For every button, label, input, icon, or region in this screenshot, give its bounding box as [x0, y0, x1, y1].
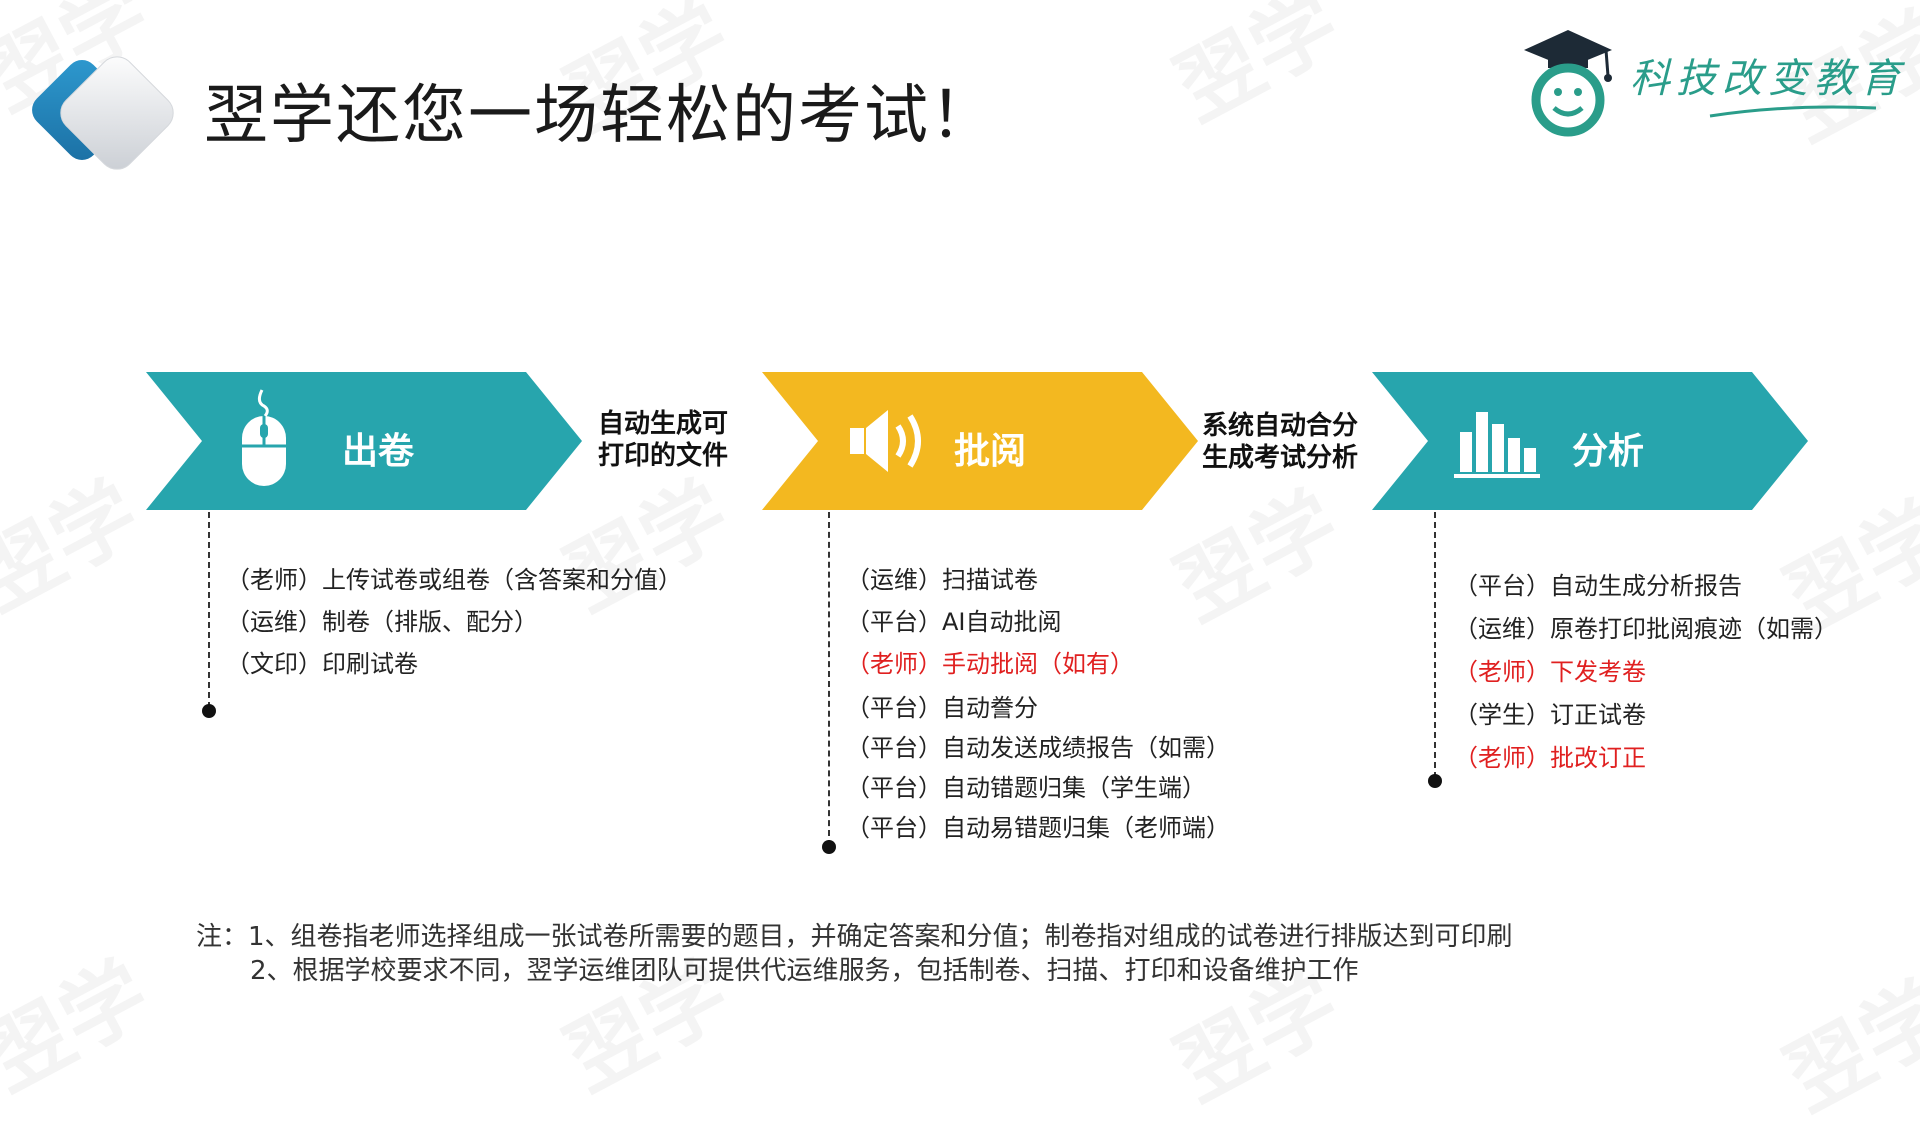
list-item: （平台）自动错题归集（学生端）	[846, 774, 1206, 802]
stage-label-1: 出卷	[342, 431, 415, 472]
list-item-highlighted: （老师）手动批阅（如有）	[846, 650, 1134, 678]
list-item-highlighted: （老师）批改订正	[1454, 744, 1646, 772]
timeline-line-3	[1434, 512, 1436, 778]
connector-2-line1: 系统自动合分	[1202, 411, 1359, 441]
decorative-diamonds	[32, 56, 174, 170]
list-item: （平台）自动誊分	[846, 694, 1038, 722]
mouse-icon	[242, 389, 286, 486]
watermark: 翌学	[0, 943, 165, 1109]
list-item: （运维）制卷（排版、配分）	[226, 608, 538, 636]
step-list-2: （运维）扫描试卷 （平台）AI自动批阅 （老师）手动批阅（如有） （平台）自动誊…	[846, 560, 1230, 848]
stage-label-2: 批阅	[954, 431, 1027, 472]
logo-icon	[1524, 30, 1612, 137]
page-title: 翌学还您一场轻松的考试！	[204, 79, 996, 153]
list-item: （平台）自动生成分析报告	[1454, 572, 1742, 600]
timeline-end-dot-3	[1428, 774, 1442, 788]
step-list-1: （老师）上传试卷或组卷（含答案和分值） （运维）制卷（排版、配分） （文印）印刷…	[226, 560, 682, 686]
list-item: （文印）印刷试卷	[226, 650, 418, 678]
speaker-icon	[850, 410, 921, 472]
stage-chevron-2	[762, 372, 1198, 510]
list-item: （学生）订正试卷	[1454, 701, 1646, 729]
connector-1: 自动生成可 打印的文件	[598, 408, 728, 472]
logo: 科技改变教育	[1518, 20, 1900, 140]
bar-chart-icon	[1454, 412, 1540, 478]
footnote-line-1: 注：1、组卷指老师选择组成一张试卷所需要的题目，并确定答案和分值；制卷指对组成的…	[196, 922, 1513, 952]
timeline-line-1	[208, 512, 210, 708]
timeline-line-2	[828, 512, 830, 846]
list-item: （平台）自动易错题归集（老师端）	[846, 814, 1230, 842]
timeline-end-dot-1	[202, 704, 216, 718]
watermark: 翌学	[0, 463, 155, 629]
list-item-highlighted: （老师）下发考卷	[1454, 658, 1646, 686]
connector-2-line2: 生成考试分析	[1202, 443, 1359, 473]
connector-1-line1: 自动生成可	[598, 409, 729, 439]
step-list-3: （平台）自动生成分析报告 （运维）原卷打印批阅痕迹（如需） （老师）下发考卷 （…	[1454, 566, 1838, 781]
watermark: 翌学	[1159, 0, 1355, 139]
connector-1-line2: 打印的文件	[598, 441, 729, 471]
footnote-line-2: 2、根据学校要求不同，翌学运维团队可提供代运维服务，包括制卷、扫描、打印和设备维…	[250, 956, 1359, 986]
logo-underline	[1709, 105, 1877, 118]
connector-2: 系统自动合分 生成考试分析	[1202, 410, 1358, 474]
list-item: （平台）自动发送成绩报告（如需）	[846, 734, 1230, 762]
logo-text: 科技改变教育	[1630, 56, 1906, 102]
watermark: 翌学	[1769, 963, 1920, 1129]
list-item: （运维）原卷打印批阅痕迹（如需）	[1454, 615, 1838, 643]
list-item: （运维）扫描试卷	[846, 566, 1038, 594]
timeline-end-dot-2	[822, 840, 836, 854]
stage-label-3: 分析	[1572, 431, 1645, 472]
list-item: （平台）AI自动批阅	[846, 608, 1062, 636]
list-item: （老师）上传试卷或组卷（含答案和分值）	[226, 566, 682, 594]
footnote: 注：1、组卷指老师选择组成一张试卷所需要的题目，并确定答案和分值；制卷指对组成的…	[196, 920, 1513, 988]
